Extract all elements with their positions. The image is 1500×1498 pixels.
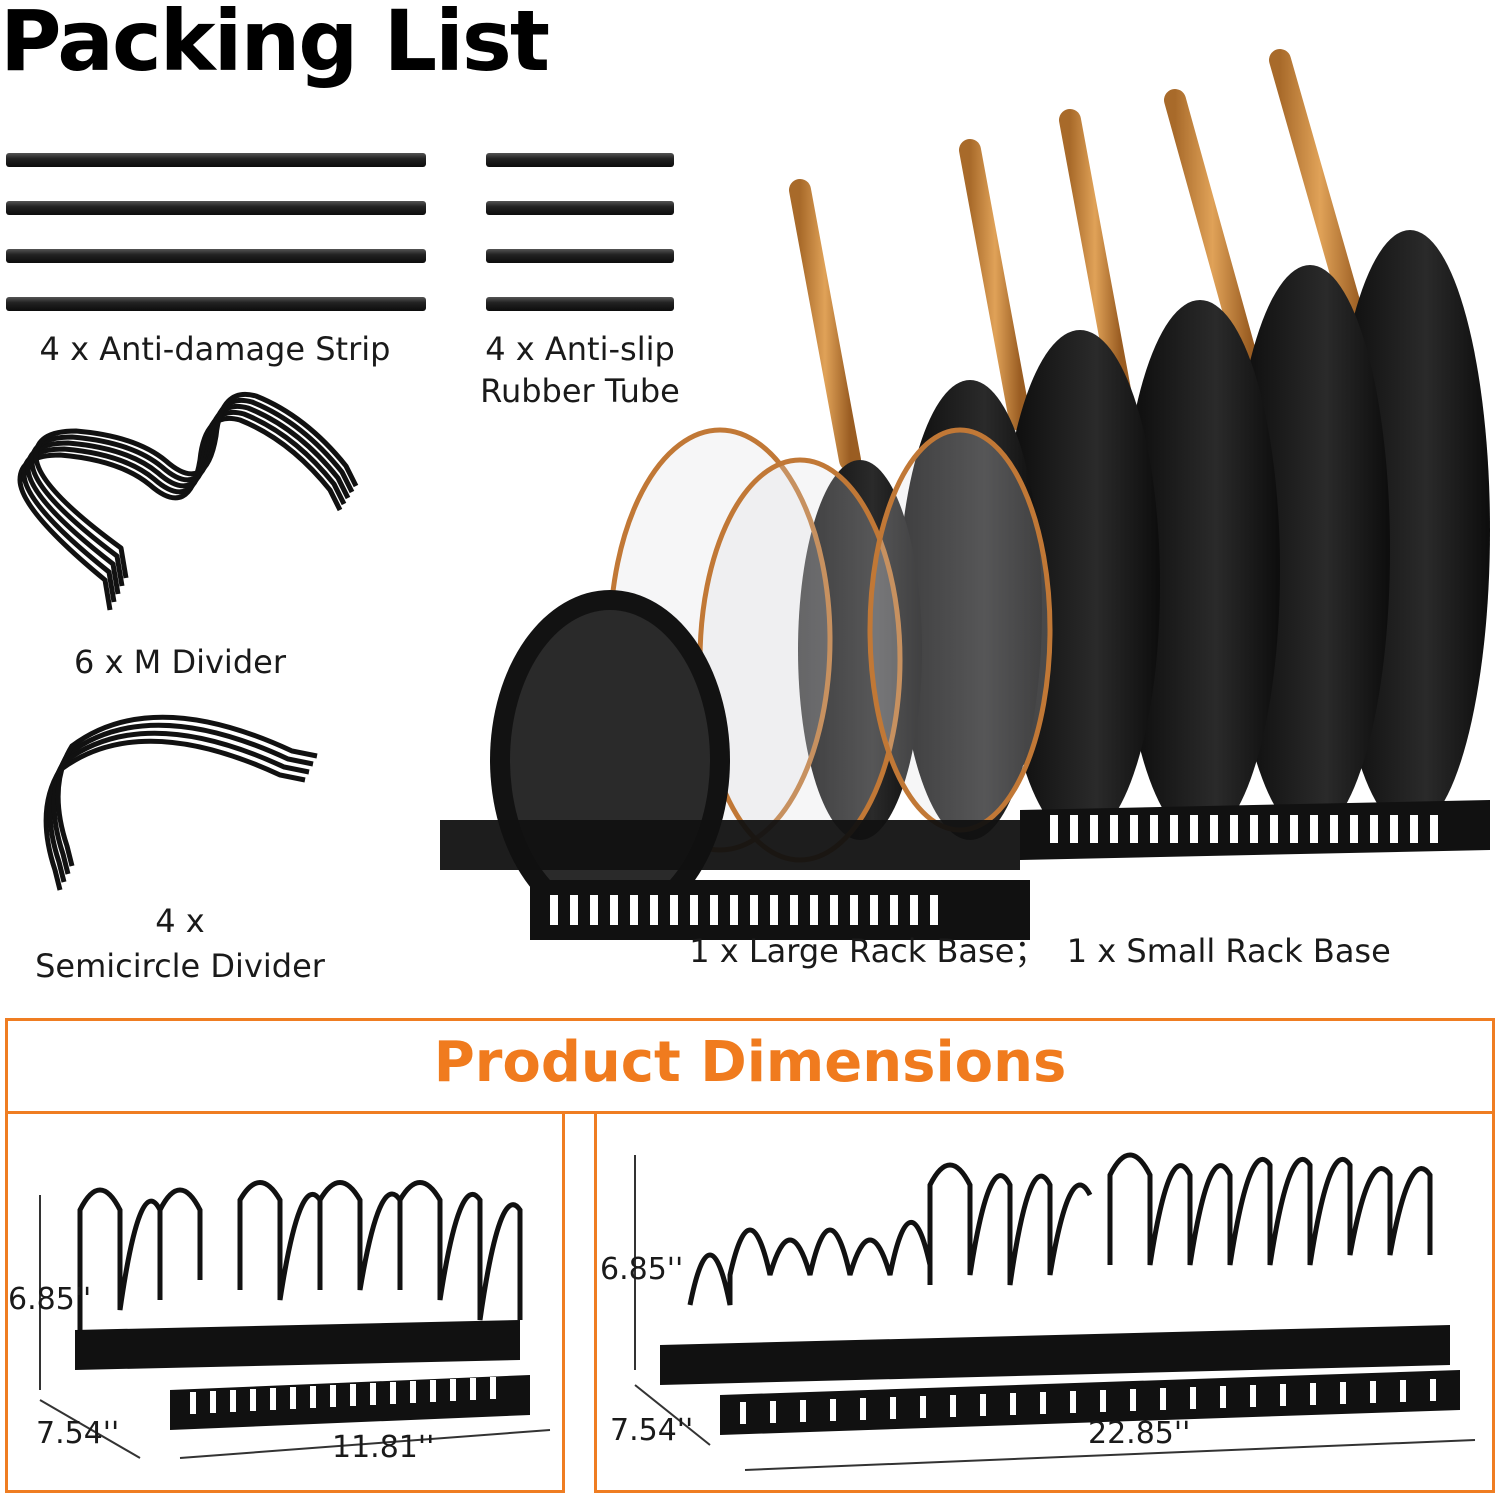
- large-rack-image: [634, 1152, 1476, 1471]
- large-rack-panel: [594, 1111, 1495, 1493]
- large-rack-depth: 7.54'': [610, 1413, 694, 1448]
- anti-damage-strips-image: [6, 153, 426, 311]
- semicircle-divider-label-line2: Semicircle Divider: [35, 947, 325, 985]
- small-rack-image: [39, 1180, 551, 1459]
- page-title: Packing List: [0, 0, 550, 90]
- rubber-tube-label-line1: 4 x Anti-slip: [485, 330, 675, 368]
- large-rack-height: 6.85'': [600, 1252, 684, 1287]
- rack-bases-label: 1 x Large Rack Base； 1 x Small Rack Base: [689, 932, 1391, 970]
- dimensions-title: Product Dimensions: [433, 1030, 1067, 1095]
- small-rack-depth: 7.54'': [36, 1416, 120, 1451]
- small-rack-height: 6.85'': [8, 1282, 92, 1317]
- large-rack-length: 22.85'': [1088, 1416, 1191, 1451]
- small-rack-length: 11.81'': [332, 1430, 435, 1465]
- rubber-tubes-image: [486, 153, 674, 311]
- semicircle-divider-label-line1: 4 x: [155, 902, 205, 940]
- rack-with-pans-image: [440, 49, 1490, 940]
- anti-damage-strip-label: 4 x Anti-damage Strip: [39, 330, 391, 368]
- m-divider-label: 6 x M Divider: [74, 643, 286, 681]
- small-rack-panel: [5, 1111, 565, 1493]
- m-divider-image: [17, 392, 359, 611]
- semicircle-divider-image: [43, 714, 318, 891]
- rubber-tube-label-line2: Rubber Tube: [480, 372, 680, 410]
